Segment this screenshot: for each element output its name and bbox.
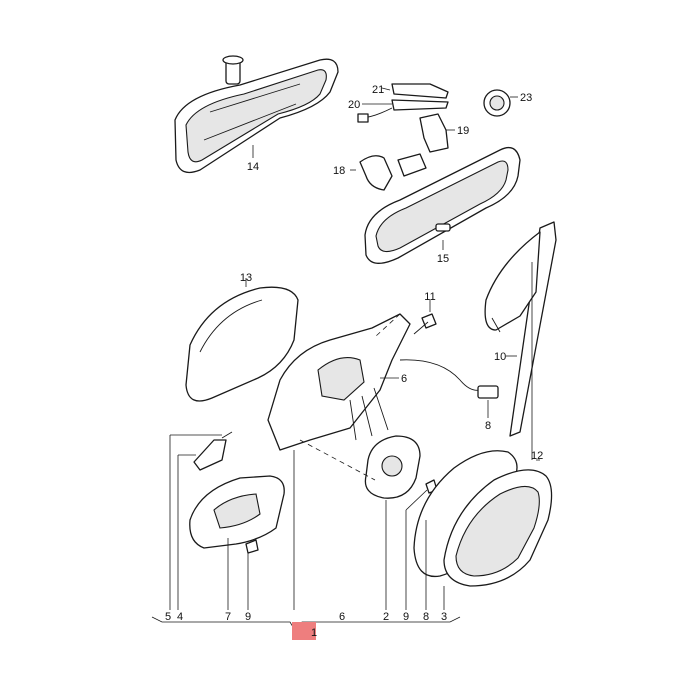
connector-part[interactable] xyxy=(397,153,427,177)
lower-housing-7[interactable] xyxy=(189,475,285,549)
rearview-mirror-14[interactable] xyxy=(174,55,339,174)
callout-labels: 14 15 13 11 21 20 19 18 23 12 10 8 6 5 4… xyxy=(165,84,543,639)
screw-9-center[interactable] xyxy=(245,539,259,554)
bottom-callout-5[interactable]: 5 xyxy=(165,611,171,623)
callout-13[interactable]: 13 xyxy=(240,272,252,284)
callout-19[interactable]: 19 xyxy=(457,125,469,137)
rearview-mirror-15[interactable] xyxy=(364,146,521,264)
callout-21[interactable]: 21 xyxy=(372,84,384,96)
bottom-callout-7[interactable]: 7 xyxy=(225,611,231,623)
callout-1[interactable]: 1 xyxy=(311,627,317,639)
bottom-callout-8[interactable]: 8 xyxy=(423,611,429,623)
bottom-callout-6[interactable]: 6 xyxy=(339,611,345,623)
callout-11[interactable]: 11 xyxy=(424,291,435,303)
mirror-cap-13[interactable] xyxy=(185,286,299,402)
turn-signal-5[interactable] xyxy=(193,431,233,471)
callout-20[interactable]: 20 xyxy=(348,99,360,111)
mount-bracket-21[interactable] xyxy=(391,83,449,99)
cover-19[interactable] xyxy=(419,113,449,153)
screw-11[interactable] xyxy=(413,313,437,335)
callout-23[interactable]: 23 xyxy=(520,92,532,104)
highlight-marker xyxy=(292,622,316,640)
bottom-callout-4[interactable]: 4 xyxy=(177,611,183,623)
bottom-callout-2[interactable]: 2 xyxy=(383,611,389,623)
mirror-base-6[interactable] xyxy=(267,313,411,451)
callout-14[interactable]: 14 xyxy=(247,161,259,173)
sensor-23[interactable] xyxy=(483,89,511,117)
callout-12[interactable]: 12 xyxy=(531,450,543,462)
assembly-lines xyxy=(151,87,540,633)
callout-10[interactable]: 10 xyxy=(494,351,506,363)
trim-strip-10[interactable] xyxy=(484,221,557,437)
motor-disc-2[interactable] xyxy=(364,435,421,499)
wire-harness-20[interactable] xyxy=(357,99,449,123)
bottom-callout-9-left[interactable]: 9 xyxy=(245,611,251,623)
bottom-callout-9-right[interactable]: 9 xyxy=(403,611,409,623)
mirror-backing-12[interactable] xyxy=(443,469,553,587)
callout-8[interactable]: 8 xyxy=(485,420,491,432)
callout-15[interactable]: 15 xyxy=(437,253,449,265)
connector-8[interactable] xyxy=(399,359,499,399)
callout-6[interactable]: 6 xyxy=(401,373,407,385)
cover-18[interactable] xyxy=(359,155,393,191)
bottom-callout-3[interactable]: 3 xyxy=(441,611,447,623)
callout-18[interactable]: 18 xyxy=(333,165,345,177)
